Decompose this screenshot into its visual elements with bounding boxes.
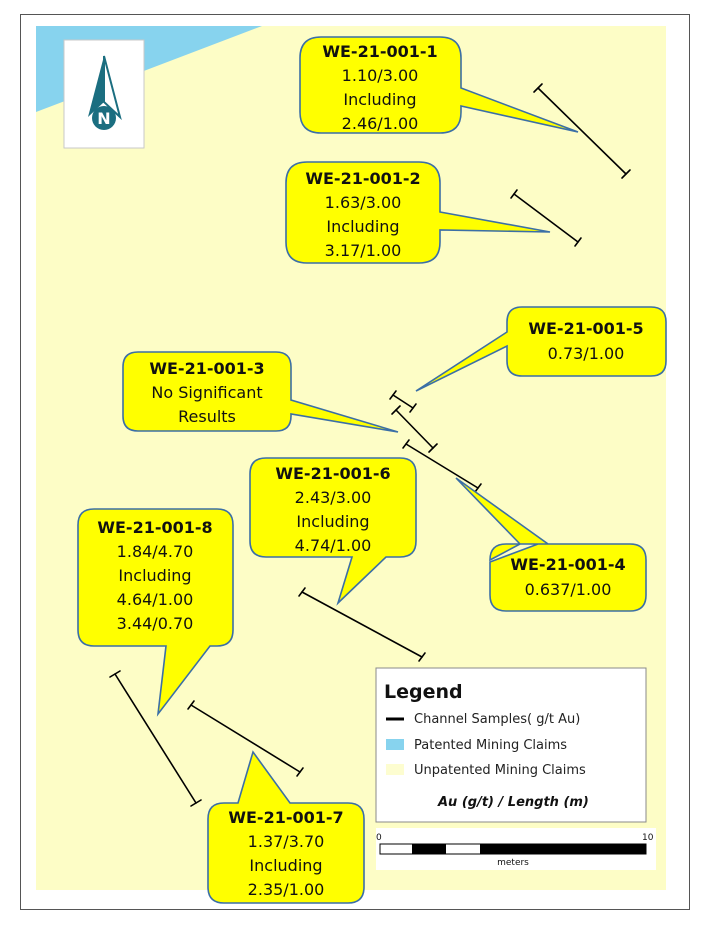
scale-bar: 0 10 meters: [376, 828, 656, 870]
callout-line: Including: [249, 856, 322, 875]
north-label: N: [97, 109, 110, 128]
callout-bubble: [77, 508, 234, 717]
callout-we-21-001-7: WE-21-001-7 1.37/3.70 Including 2.35/1.0…: [207, 750, 365, 904]
channel-samples: [109, 83, 631, 807]
callout-we-21-001-2: WE-21-001-2 1.63/3.00 Including 3.17/1.0…: [285, 161, 551, 264]
callout-line: 3.17/1.00: [325, 241, 402, 260]
callout-line: Including: [296, 512, 369, 531]
callout-line: 0.73/1.00: [548, 344, 625, 363]
callout-title: WE-21-001-5: [528, 319, 643, 338]
callout-we-21-001-4: WE-21-001-4 0.637/1.00: [455, 477, 647, 612]
legend-title: Legend: [384, 681, 463, 703]
callout-line: 2.46/1.00: [342, 114, 419, 133]
callout-title: WE-21-001-4: [510, 555, 625, 574]
callout-bubble: [415, 306, 667, 392]
callout-title: WE-21-001-6: [275, 464, 390, 483]
callout-bubble: [285, 161, 551, 264]
callout-bubble: [455, 477, 647, 612]
callout-line: Including: [118, 566, 191, 585]
scale-bar-segment: [480, 844, 646, 854]
callout-we-21-001-3: WE-21-001-3 No Significant Results: [122, 351, 399, 433]
callout-bubble: [207, 750, 365, 904]
callout-line: Including: [343, 90, 416, 109]
legend-item-patented: Patented Mining Claims: [414, 738, 567, 753]
callout-we-21-001-1: WE-21-001-1 1.10/3.00 Including 2.46/1.0…: [299, 36, 579, 134]
callout-line: 1.10/3.00: [342, 66, 419, 85]
callout-line: 0.637/1.00: [525, 580, 612, 599]
callout-line: 4.74/1.00: [295, 536, 372, 555]
legend-item-channel-samples: Channel Samples( g/t Au): [414, 712, 580, 727]
legend-box: [375, 667, 647, 823]
north-arrow: N: [63, 39, 145, 149]
callout-bubble: [299, 36, 579, 134]
unpatented-claim-swatch: [386, 764, 404, 775]
channel-sample-6: [298, 587, 426, 662]
callout-line: 1.63/3.00: [325, 193, 402, 212]
scale-unit-label: meters: [497, 858, 529, 868]
callout-bubble: [122, 351, 399, 433]
callout-line: 3.44/0.70: [117, 614, 194, 633]
legend-note: Au (g/t) / Length (m): [437, 795, 589, 810]
callout-we-21-001-5: WE-21-001-5 0.73/1.00: [415, 306, 667, 392]
callout-title: WE-21-001-1: [322, 42, 437, 61]
callout-title: WE-21-001-7: [228, 808, 343, 827]
north-arrow-circle: [92, 106, 116, 130]
channel-sample-4: [402, 439, 482, 493]
patented-claim-swatch: [386, 739, 404, 750]
callout-line: 2.35/1.00: [248, 880, 325, 899]
callout-line: Results: [178, 407, 236, 426]
callout-title: WE-21-001-3: [149, 359, 264, 378]
callout-line: 1.84/4.70: [117, 542, 194, 561]
callout-line: 4.64/1.00: [117, 590, 194, 609]
north-arrow-left-half: [88, 56, 104, 117]
legend: Legend Channel Samples( g/t Au) Patented…: [375, 667, 647, 823]
callout-we-21-001-8: WE-21-001-8 1.84/4.70 Including 4.64/1.0…: [77, 508, 234, 717]
channel-sample-8: [109, 670, 202, 807]
channel-sample-5: [389, 390, 417, 413]
channel-sample-7: [187, 700, 304, 777]
channel-sample-1: [533, 83, 631, 179]
channel-sample-3: [391, 405, 438, 453]
callout-bubble: [249, 457, 417, 606]
scale-start-label: 0: [376, 833, 382, 843]
legend-item-unpatented: Unpatented Mining Claims: [414, 763, 586, 778]
callout-line: Including: [326, 217, 399, 236]
scale-bar-segment: [412, 844, 446, 854]
channel-sample-2: [510, 189, 582, 247]
callout-we-21-001-6: WE-21-001-6 2.43/3.00 Including 4.74/1.0…: [249, 457, 417, 606]
callout-line: 2.43/3.00: [295, 488, 372, 507]
callout-line: 1.37/3.70: [248, 832, 325, 851]
callout-title: WE-21-001-8: [97, 518, 212, 537]
scale-end-label: 10: [642, 833, 654, 843]
callout-line: No Significant: [151, 383, 262, 402]
callout-title: WE-21-001-2: [305, 169, 420, 188]
